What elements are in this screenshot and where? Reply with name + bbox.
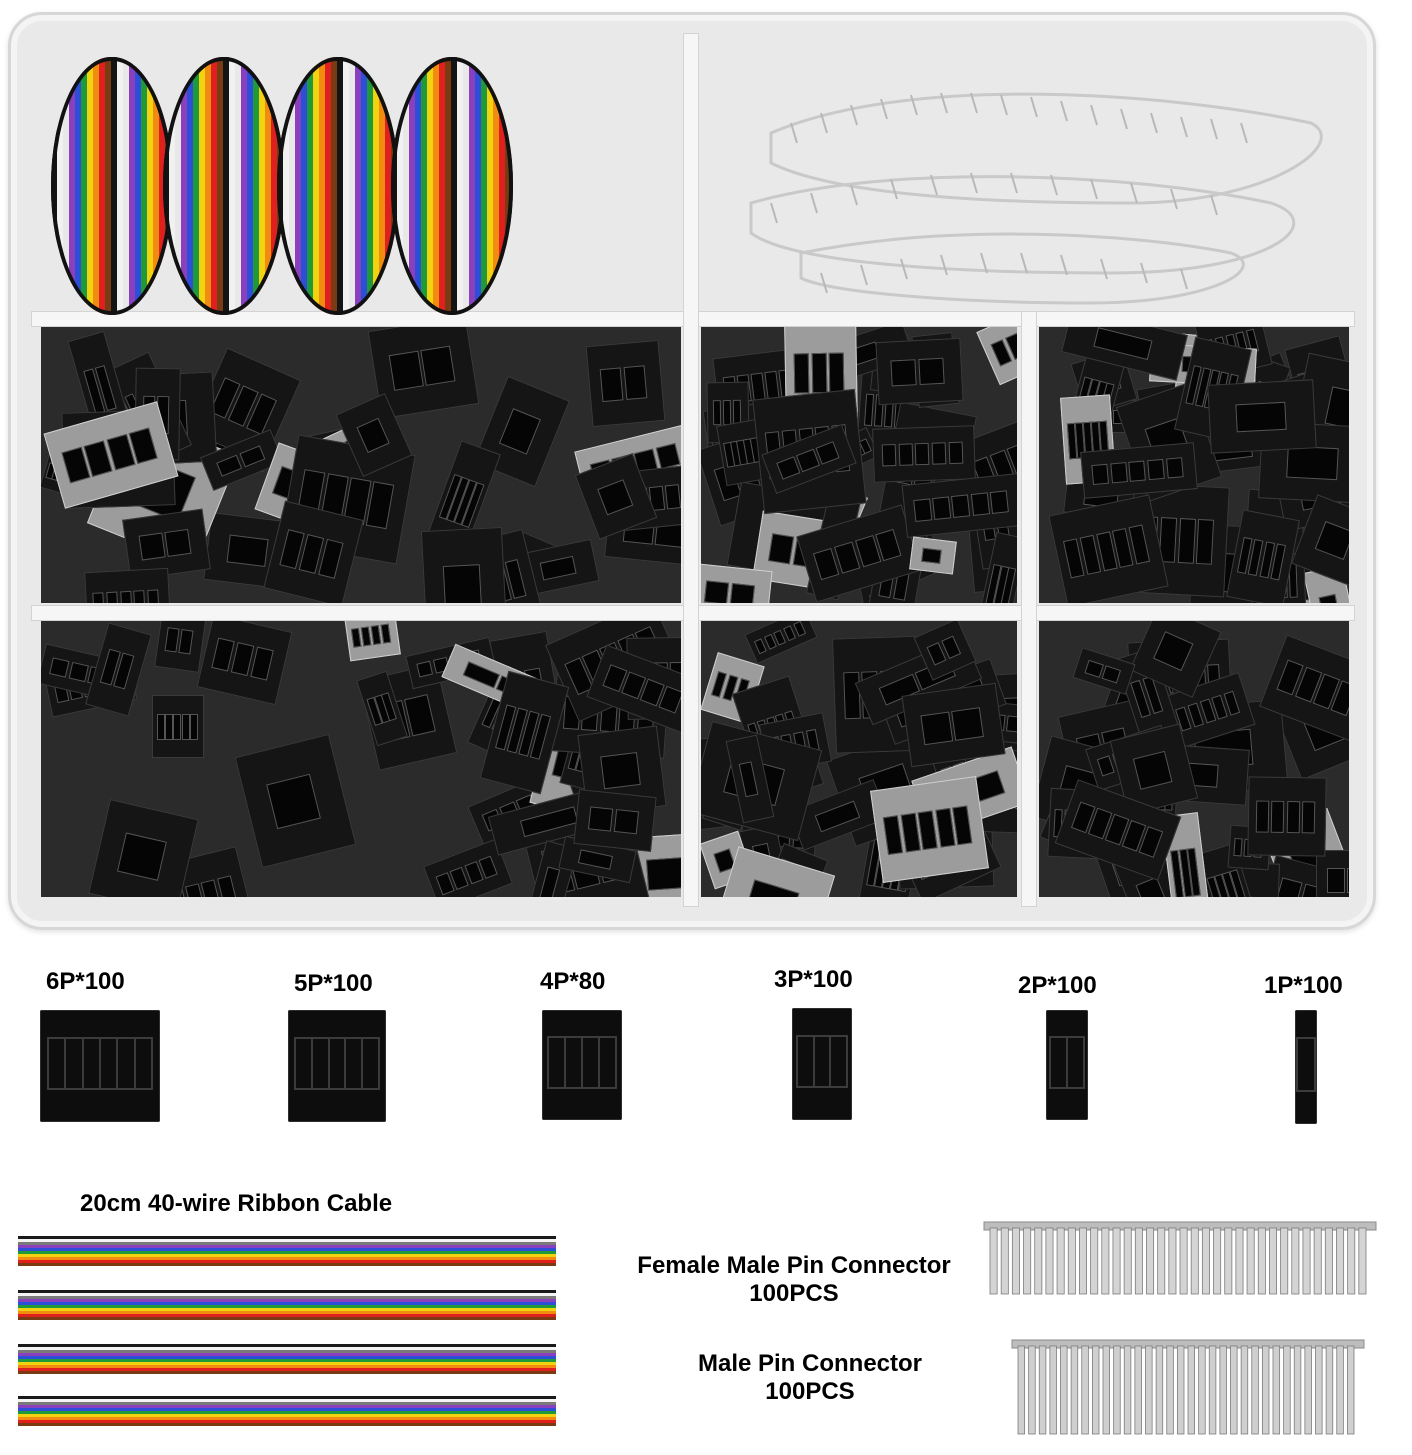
- connector-housing: [420, 526, 509, 603]
- connector-compartment-1p-lower: [1039, 621, 1349, 897]
- storage-box: [8, 12, 1376, 930]
- ribbon-cable-segment: [18, 1236, 556, 1266]
- ribbon-cable-segment: [18, 1290, 556, 1320]
- label-6p: 6P*100: [46, 968, 125, 995]
- ribbon-coil: [277, 57, 399, 315]
- connector-housing: [85, 622, 152, 717]
- connector-housing: [154, 621, 207, 673]
- ribbon-coil: [391, 57, 513, 315]
- label-5p: 5P*100: [294, 970, 373, 997]
- connector-housing: [909, 536, 957, 575]
- male-pin-label: Male Pin Connector 100PCS: [660, 1350, 960, 1406]
- connector-compartment-1p-upper: [1039, 327, 1349, 603]
- female-male-pin-quantity: 100PCS: [749, 1280, 839, 1307]
- connector-compartment-2p-lower: [701, 621, 1017, 897]
- connector-compartment-6p-5p-upper: [41, 327, 681, 603]
- male-pin-strip-image: [1008, 1320, 1368, 1440]
- connector-housing: [1316, 850, 1349, 897]
- connector-5p-sample: [288, 1010, 386, 1122]
- connector-housing: [88, 799, 199, 897]
- female-pin-strip-image: [980, 1214, 1380, 1304]
- connector-housing: [196, 621, 293, 706]
- connector-2p-sample: [1046, 1010, 1088, 1120]
- female-male-pin-label: Female Male Pin Connector 100PCS: [612, 1252, 976, 1308]
- ribbon-coil: [163, 57, 285, 315]
- connector-housing: [901, 682, 1006, 768]
- ribbon-coil-compartment: [51, 53, 521, 321]
- connector-housing: [744, 621, 818, 665]
- connector-housing: [344, 621, 401, 662]
- male-pin-title: Male Pin Connector: [697, 1350, 923, 1377]
- ribbon-cable-segment: [18, 1344, 556, 1374]
- ribbon-coil: [51, 57, 173, 315]
- label-4p: 4P*80: [540, 968, 606, 995]
- connector-housing: [585, 339, 666, 428]
- divider-vertical-center: [683, 33, 699, 907]
- connector-housing: [152, 695, 204, 758]
- female-male-pin-title: Female Male Pin Connector: [637, 1252, 951, 1279]
- connector-housing: [234, 733, 357, 869]
- connector-housing: [84, 567, 172, 603]
- connector-housing: [1207, 379, 1317, 454]
- connector-compartment-3p-upper: [701, 327, 1017, 603]
- connector-housing: [875, 337, 964, 406]
- connector-3p-sample: [792, 1008, 852, 1120]
- connector-6p-sample: [40, 1010, 160, 1122]
- pin-strip-compartment: [711, 53, 1347, 321]
- label-3p: 3P*100: [774, 966, 853, 993]
- label-1p: 1P*100: [1264, 972, 1343, 999]
- divider-vertical-right: [1021, 311, 1037, 907]
- pin-strip-coil-illustration: [749, 92, 1323, 305]
- connector-housing: [976, 327, 1017, 386]
- connector-4p-sample: [542, 1010, 622, 1120]
- connector-compartment-4p-5p-lower: [41, 621, 681, 897]
- ribbon-cable-title: 20cm 40-wire Ribbon Cable: [80, 1190, 393, 1217]
- label-2p: 2P*100: [1018, 972, 1097, 999]
- connector-housing: [1072, 647, 1136, 695]
- connector-housing: [901, 473, 1017, 538]
- ribbon-cable-segment: [18, 1396, 556, 1426]
- connector-housing: [573, 789, 657, 852]
- connector-housing: [870, 776, 989, 883]
- connector-housing: [872, 425, 976, 483]
- male-pin-quantity: 100PCS: [765, 1378, 855, 1405]
- connector-housing: [1080, 442, 1198, 499]
- connector-housing: [1247, 776, 1327, 857]
- connector-1p-sample: [1295, 1010, 1317, 1124]
